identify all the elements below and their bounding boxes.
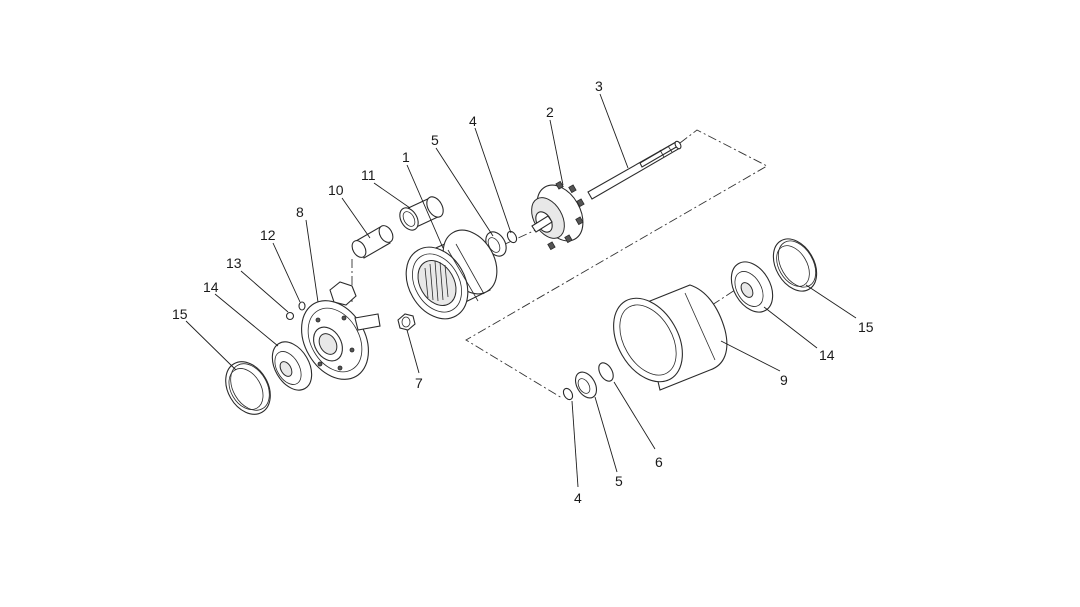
callout-9: 9 (780, 372, 788, 388)
callout-14-left: 14 (203, 279, 219, 295)
part-seal-left (271, 341, 313, 391)
callout-5-top: 5 (431, 132, 439, 148)
callout-6: 6 (655, 454, 663, 470)
part-sleeve (399, 196, 444, 231)
part-pin (351, 225, 394, 259)
callout-1: 1 (402, 149, 410, 165)
callout-labels: 1 2 3 4 5 11 10 8 12 13 14 15 7 15 14 9 … (172, 78, 874, 506)
part-lock-ring-left (225, 361, 271, 415)
callout-4-top: 4 (469, 113, 477, 129)
part-o-ring (598, 362, 614, 382)
part-hex-nut (397, 313, 416, 331)
part-screw (285, 311, 295, 321)
part-stator-drum (405, 229, 498, 320)
callout-8: 8 (296, 204, 304, 220)
part-seal-right (730, 261, 774, 313)
part-shaft (587, 140, 682, 200)
leader-lines (185, 93, 857, 488)
callout-5-bottom: 5 (615, 473, 623, 489)
part-lock-ring-right (772, 238, 818, 292)
callout-15-right: 15 (858, 319, 874, 335)
callout-14-right: 14 (819, 347, 835, 363)
callout-3: 3 (595, 78, 603, 94)
callout-2: 2 (546, 104, 554, 120)
part-snap-ring-top (506, 230, 518, 244)
callout-15-left: 15 (172, 306, 188, 322)
part-washer (298, 301, 306, 311)
part-rotor-hub (531, 180, 585, 251)
callout-7: 7 (415, 375, 423, 391)
part-housing (613, 284, 728, 391)
callout-11: 11 (361, 167, 376, 183)
part-snap-ring-bottom (562, 387, 574, 401)
callout-10: 10 (328, 182, 344, 198)
callout-12: 12 (260, 227, 276, 243)
part-end-bracket (301, 281, 381, 380)
callout-4-bottom: 4 (574, 490, 582, 506)
callout-13: 13 (226, 255, 242, 271)
part-bearing-bottom (574, 371, 598, 399)
